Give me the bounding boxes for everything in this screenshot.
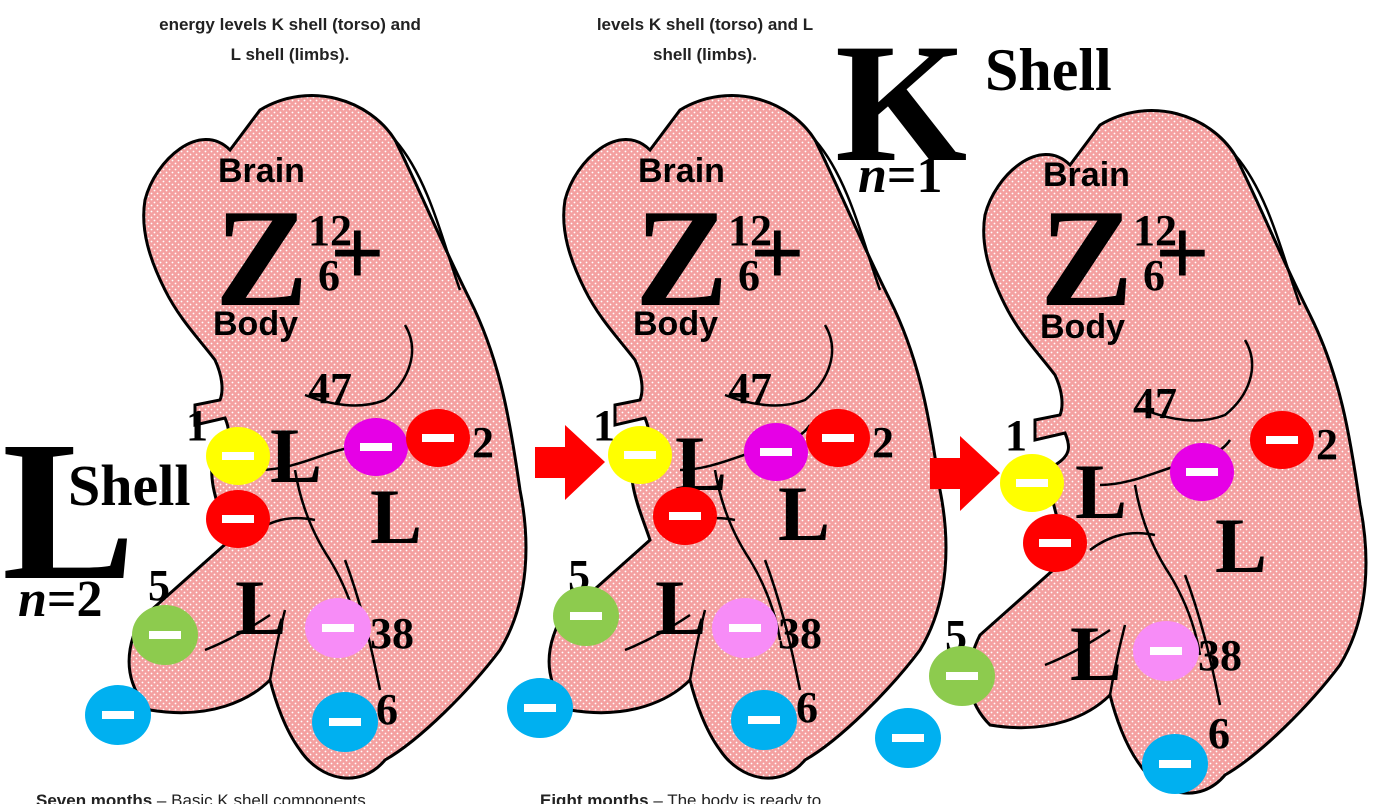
torso-number-3: 47 bbox=[1133, 379, 1177, 428]
electron-number-2: 2 bbox=[472, 418, 494, 467]
charge-plus-1: + bbox=[330, 199, 385, 306]
electron-number-38: 38 bbox=[778, 609, 822, 658]
minus-icon bbox=[1016, 479, 1048, 487]
electron-number-2: 2 bbox=[872, 418, 894, 467]
minus-icon bbox=[329, 718, 361, 726]
l-shell-word: Shell bbox=[68, 453, 191, 518]
k-shell-n-variable: n bbox=[858, 147, 887, 204]
electron-red-lower-2 bbox=[653, 487, 717, 545]
minus-icon bbox=[822, 434, 854, 442]
electron-red-lower-1 bbox=[206, 490, 270, 548]
minus-icon bbox=[570, 612, 602, 620]
minus-icon bbox=[524, 704, 556, 712]
electron-pink-3 bbox=[1133, 621, 1199, 681]
caption-top-mid-line1: levels K shell (torso) and L bbox=[597, 15, 813, 34]
electron-blue-left-3 bbox=[875, 708, 941, 768]
caption-bottom-mid-bold: Eight months bbox=[540, 791, 649, 804]
electron-pink-1 bbox=[305, 598, 371, 658]
minus-icon bbox=[1039, 539, 1071, 547]
electron-blue-right-2 bbox=[731, 690, 797, 750]
minus-icon bbox=[322, 624, 354, 632]
electron-number-6: 6 bbox=[376, 685, 398, 734]
electron-magenta-2 bbox=[744, 423, 808, 481]
body-label-2: Body bbox=[633, 305, 718, 343]
limb-l-arm-lower-3: L bbox=[1215, 502, 1267, 589]
minus-icon bbox=[729, 624, 761, 632]
limb-l-leg-1: L bbox=[235, 564, 287, 651]
caption-top-left-line2: L shell (limbs). bbox=[231, 45, 350, 64]
minus-icon bbox=[624, 451, 656, 459]
minus-icon bbox=[222, 515, 254, 523]
electron-number-1: 1 bbox=[1005, 411, 1027, 460]
caption-bottom-mid: Eight months – The body is ready to bbox=[540, 791, 821, 804]
electron-green-1 bbox=[132, 605, 198, 665]
minus-icon bbox=[748, 716, 780, 724]
electron-magenta-3 bbox=[1170, 443, 1234, 501]
electron-blue-right-3 bbox=[1142, 734, 1208, 794]
minus-icon bbox=[422, 434, 454, 442]
minus-icon bbox=[892, 734, 924, 742]
k-shell-n-value: =1 bbox=[887, 147, 943, 204]
limb-l-leg-3: L bbox=[1070, 610, 1122, 697]
minus-icon bbox=[1266, 436, 1298, 444]
limb-l-leg-2: L bbox=[655, 564, 707, 651]
minus-icon bbox=[222, 452, 254, 460]
caption-bottom-left-rest: – Basic K shell components bbox=[152, 791, 366, 804]
minus-icon bbox=[149, 631, 181, 639]
electron-red-2-2 bbox=[806, 409, 870, 467]
l-shell-n-variable: n bbox=[18, 571, 47, 628]
l-shell-n: n=2 bbox=[18, 571, 103, 628]
electron-yellow-3 bbox=[1000, 454, 1064, 512]
electron-pink-2 bbox=[712, 598, 778, 658]
k-shell-n: n=1 bbox=[858, 147, 943, 204]
minus-icon bbox=[946, 672, 978, 680]
minus-icon bbox=[360, 443, 392, 451]
electron-number-5: 5 bbox=[148, 561, 170, 610]
electron-yellow-2 bbox=[608, 426, 672, 484]
minus-icon bbox=[760, 448, 792, 456]
electron-blue-left-2 bbox=[507, 678, 573, 738]
caption-bottom-left: Seven months – Basic K shell components bbox=[36, 791, 366, 804]
electron-red-2-3 bbox=[1250, 411, 1314, 469]
electron-yellow-1 bbox=[206, 427, 270, 485]
electron-number-38: 38 bbox=[370, 609, 414, 658]
minus-icon bbox=[1186, 468, 1218, 476]
torso-number-1: 47 bbox=[308, 364, 352, 413]
charge-plus-3: + bbox=[1155, 199, 1210, 306]
minus-icon bbox=[102, 711, 134, 719]
electron-number-1: 1 bbox=[186, 401, 208, 450]
electron-number-38: 38 bbox=[1198, 631, 1242, 680]
body-label-1: Body bbox=[213, 305, 298, 343]
electron-blue-right-1 bbox=[312, 692, 378, 752]
electron-green-3 bbox=[929, 646, 995, 706]
limb-l-arm-upper-1: L bbox=[270, 412, 322, 499]
electron-red-2-1 bbox=[406, 409, 470, 467]
electron-red-lower-3 bbox=[1023, 514, 1087, 572]
torso-number-2: 47 bbox=[728, 364, 772, 413]
electron-green-2 bbox=[553, 586, 619, 646]
k-shell-word: Shell bbox=[985, 37, 1112, 103]
caption-top-mid-line2: shell (limbs). bbox=[653, 45, 757, 64]
electron-blue-left-1 bbox=[85, 685, 151, 745]
l-shell-n-value: =2 bbox=[47, 571, 103, 628]
minus-icon bbox=[1150, 647, 1182, 655]
charge-plus-2: + bbox=[750, 199, 805, 306]
caption-top-left-line1: energy levels K shell (torso) and bbox=[159, 15, 421, 34]
body-label-3: Body bbox=[1040, 308, 1125, 346]
electron-number-2: 2 bbox=[1316, 420, 1338, 469]
minus-icon bbox=[1159, 760, 1191, 768]
limb-l-arm-lower-1: L bbox=[370, 473, 422, 560]
caption-bottom-left-bold: Seven months bbox=[36, 791, 152, 804]
caption-bottom-mid-rest: – The body is ready to bbox=[649, 791, 822, 804]
minus-icon bbox=[669, 512, 701, 520]
electron-magenta-1 bbox=[344, 418, 408, 476]
electron-number-6: 6 bbox=[796, 683, 818, 732]
limb-l-arm-upper-3: L bbox=[1075, 448, 1127, 535]
limb-l-arm-lower-2: L bbox=[778, 470, 830, 557]
electron-number-6: 6 bbox=[1208, 709, 1230, 758]
